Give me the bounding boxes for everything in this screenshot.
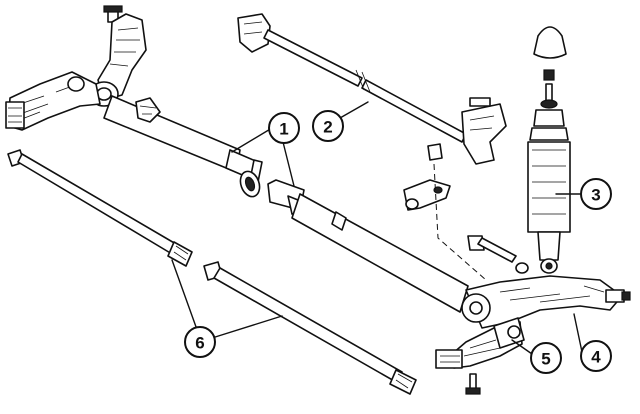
callout-3-label: 3	[591, 186, 600, 205]
callout-5: 5	[530, 342, 562, 374]
leader-lines	[171, 101, 583, 355]
torsion-bar-upper	[7, 149, 193, 267]
shock-absorber	[527, 26, 571, 274]
callout-4-label: 4	[591, 348, 601, 367]
callout-6-label: 6	[195, 334, 204, 353]
torsion-bar-lower	[203, 261, 417, 395]
callout-1-label: 1	[279, 120, 288, 139]
bushing-block	[493, 317, 525, 349]
panhard-rod	[237, 13, 507, 165]
callout-3: 3	[580, 178, 612, 210]
right-trailing-arm	[435, 275, 631, 395]
callout-5-label: 5	[541, 350, 550, 369]
callout-2-label: 2	[323, 118, 332, 137]
callout-1: 1	[268, 112, 300, 144]
callout-6: 6	[184, 326, 216, 358]
callout-2: 2	[312, 110, 344, 142]
left-trailing-arm	[5, 5, 147, 131]
left-axle-tube	[103, 95, 263, 183]
right-axle-tube	[267, 179, 469, 313]
ring-seal	[239, 170, 261, 198]
callout-4: 4	[580, 340, 612, 372]
shock-mount-hardware	[403, 143, 529, 281]
